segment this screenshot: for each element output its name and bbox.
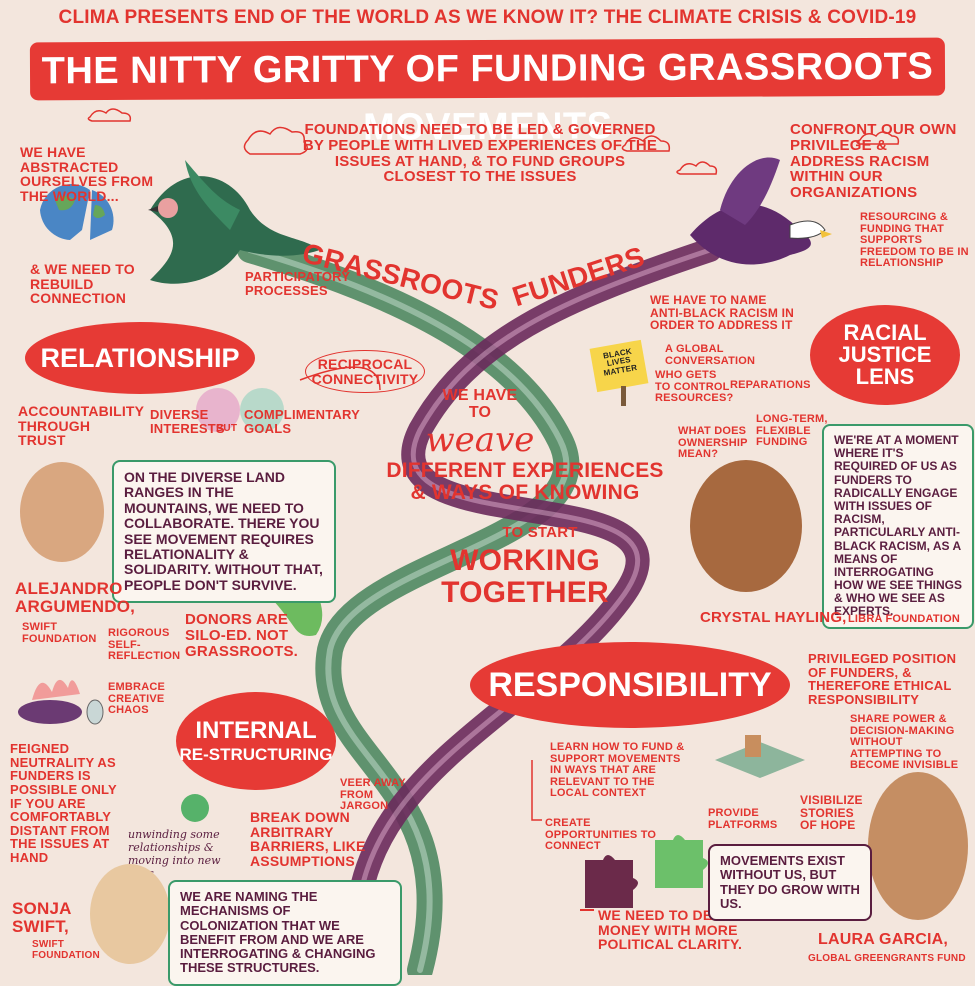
- participatory-text: PARTICIPATORY PROCESSES: [245, 269, 350, 298]
- but-text: BUT: [216, 423, 238, 434]
- laura-name: LAURA GARCIA,: [818, 931, 948, 948]
- cloud-icon: [87, 108, 900, 175]
- confront-text: CONFRONT OUR OWN PRIVILEGE & ADDRESS RAC…: [790, 121, 957, 201]
- grassroots-ribbon: [237, 237, 580, 975]
- different-experiences-text: DIFFERENT EXPERIENCES & WAYS OF KNOWING: [386, 459, 664, 505]
- opportunities-text: CREATE OPPORTUNITIES TO CONNECT: [545, 817, 657, 853]
- resourcing-text: RESOURCING & FUNDING THAT SUPPORTS FREED…: [860, 211, 969, 270]
- working-together-text: WORKING TOGETHER: [441, 544, 609, 609]
- complimentary-text: COMPLIMENTARY GOALS: [244, 407, 360, 436]
- laura-org: GLOBAL GREENGRANTS FUND: [808, 953, 966, 964]
- reparations-text: REPARATIONS: [730, 379, 811, 391]
- relationship-title: RELATIONSHIP: [25, 322, 255, 394]
- reciprocal-text: RECIPROCAL CONNECTIVITY: [305, 350, 425, 394]
- sonja-quote: WE ARE NAMING THE MECHANISMS OF COLONIZA…: [168, 880, 402, 986]
- condor-icon: [148, 160, 320, 284]
- visibilize-text: VISIBILIZE STORIES OF HOPE: [800, 793, 863, 833]
- event-subtitle: CLIMA presents END OF THE WORLD AS WE KN…: [58, 7, 917, 28]
- platform-icon: [715, 735, 805, 778]
- donors-text: DONORS ARE SILO-ED. NOT GRASSROOTS.: [185, 611, 299, 660]
- control-resources-text: WHO GETS TO CONTROL RESOURCES?: [655, 369, 734, 405]
- barriers-text: BREAK DOWN ARBITRARY BARRIERS, LIKE ASSU…: [250, 809, 366, 870]
- responsibility-title: RESPONSIBILITY: [470, 642, 790, 728]
- racial-justice-title: RACIAL JUSTICE LENS: [810, 305, 960, 405]
- yarn-ball-icon: [181, 794, 209, 822]
- weave-text: weave: [425, 420, 535, 460]
- alejandro-name: ALEJANDRO ARGUMENDO,: [15, 579, 136, 616]
- alejandro-org: SWIFT FOUNDATION: [22, 621, 97, 645]
- foundations-statement: FOUNDATIONS NEED TO BE LED & GOVERNED BY…: [302, 121, 658, 186]
- rigorous-text: RIGOROUS SELF-REFLECTION: [108, 627, 181, 663]
- eagle-icon: [690, 157, 832, 265]
- internal-restructuring-title: INTERNAL RE-STRUCTURING: [176, 692, 336, 790]
- crystal-avatar: [690, 460, 802, 592]
- share-power-text: SHARE POWER & DECISION-MAKING WITHOUT AT…: [850, 713, 959, 772]
- puzzle-piece-purple-icon: [585, 855, 638, 908]
- privileged-text: PRIVILEGED POSITION OF FUNDERS, & THEREF…: [808, 651, 957, 707]
- laura-quote: MOVEMENTS EXIST WITHOUT US, BUT THEY DO …: [708, 844, 872, 922]
- sonja-org: SWIFT FOUNDATION: [32, 939, 100, 961]
- crystal-quote: WE'RE AT A MOMENT WHERE IT'S REQUIRED OF…: [822, 424, 974, 629]
- abstracted-text: WE HAVE ABSTRACTED OURSELVES FROM THE WO…: [20, 144, 154, 205]
- feigned-neutrality-text: FEIGNED NEUTRALITY AS FUNDERS IS POSSIBL…: [10, 741, 117, 866]
- arrow-icon: [531, 760, 542, 821]
- sonja-avatar: [90, 864, 170, 964]
- venn-left-icon: [196, 388, 240, 432]
- sonja-name: SONJA SWIFT,: [12, 899, 71, 936]
- jargon-text: VEER AWAY FROM JARGON: [340, 777, 406, 813]
- global-conversation-text: A GLOBAL CONVERSATION: [665, 343, 756, 367]
- puzzle-piece-green-icon: [655, 835, 708, 888]
- longterm-text: LONG-TERM, FLEXIBLE FUNDING: [756, 413, 828, 449]
- laura-avatar: [868, 772, 968, 920]
- rebuild-text: & WE NEED TO REBUILD CONNECTION: [30, 261, 135, 307]
- alejandro-quote: ON THE DIVERSE LAND RANGES IN THE MOUNTA…: [112, 460, 336, 604]
- crystal-org: LIBRA FOUNDATION: [848, 613, 960, 625]
- venn-right-icon: [240, 388, 284, 432]
- burning-bowl-icon: [18, 679, 104, 725]
- alejandro-avatar: [20, 462, 104, 562]
- we-have-to-text: WE HAVE TO: [442, 387, 518, 421]
- diverse-text: DIVERSE INTERESTS: [150, 407, 225, 436]
- accountability-text: ACCOUNTABILITY THROUGH TRUST: [18, 403, 144, 449]
- crystal-name: CRYSTAL HAYLING,: [700, 609, 847, 626]
- unwinding-text: unwinding some relationships & moving in…: [128, 828, 221, 880]
- platforms-text: PROVIDE PLATFORMS: [708, 807, 778, 831]
- ownership-text: WHAT DOES OWNERSHIP MEAN?: [678, 425, 748, 461]
- learn-text: LEARN HOW TO FUND & SUPPORT MOVEMENTS IN…: [550, 741, 685, 800]
- funders-ribbon: [345, 238, 722, 975]
- blm-sign-icon: [589, 339, 649, 406]
- internal-title-line1: INTERNAL: [195, 717, 317, 744]
- name-racism-text: WE HAVE TO NAME ANTI-BLACK RACISM IN ORD…: [650, 293, 794, 333]
- internal-title-line2: RE-STRUCTURING: [179, 745, 333, 764]
- chaos-text: EMBRACE CREATIVE CHAOS: [108, 681, 166, 717]
- to-start-text: TO START: [502, 524, 578, 541]
- broken-globe-icon: [40, 184, 114, 240]
